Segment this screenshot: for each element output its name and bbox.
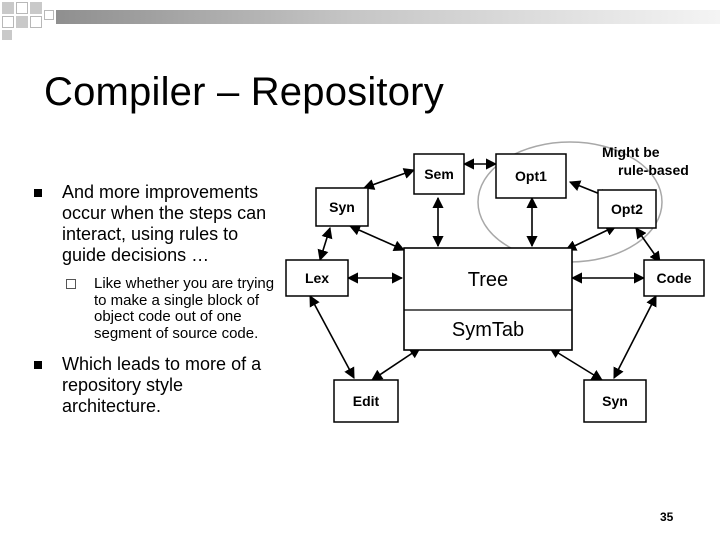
header-square — [2, 30, 12, 40]
bullet-list: And more improvements occur when the ste… — [34, 182, 284, 417]
hollow-square-bullet-icon — [66, 279, 76, 289]
node-edit: Edit — [333, 379, 399, 423]
header-decoration — [0, 0, 720, 40]
header-square — [30, 16, 42, 28]
bullet-text: And more improvements occur when the ste… — [62, 182, 267, 265]
node-syn-2: Syn — [583, 379, 647, 423]
tree-label: Tree — [468, 269, 508, 291]
annotation-line-2: rule-based — [618, 162, 689, 178]
header-square — [2, 2, 14, 14]
annotation-line-1: Might be — [602, 144, 660, 160]
arrow-code-syn2 — [613, 295, 657, 379]
square-bullet-icon — [34, 361, 42, 369]
header-square — [44, 10, 54, 20]
node-sem: Sem — [413, 153, 465, 195]
node-label: Edit — [353, 393, 380, 409]
arrow-sem-syn — [362, 168, 416, 190]
arrow-lex-edit — [309, 295, 355, 379]
header-square — [16, 16, 28, 28]
arrow-syn-lex — [317, 226, 333, 262]
connector-arrows — [309, 158, 661, 381]
page-number: 35 — [660, 510, 674, 524]
node-label: Lex — [305, 270, 329, 286]
header-square — [30, 2, 42, 14]
node-code: Code — [643, 259, 705, 297]
node-label: Opt2 — [611, 201, 643, 217]
node-label: Opt1 — [515, 168, 547, 184]
arrow-edit-symtab — [371, 347, 421, 381]
node-syn: Syn — [315, 187, 369, 227]
arrow-opt2-tree — [564, 225, 618, 251]
repository-block: Tree SymTab — [403, 247, 573, 351]
square-bullet-icon — [34, 189, 42, 197]
bullet-item: And more improvements occur when the ste… — [34, 182, 284, 266]
node-opt1: Opt1 — [495, 153, 567, 199]
slide-title: Compiler – Repository — [44, 70, 444, 114]
node-label: Syn — [329, 199, 355, 215]
header-square — [16, 2, 28, 14]
header-gradient-bar — [56, 10, 720, 24]
node-lex: Lex — [285, 259, 349, 297]
bullet-item: Which leads to more of a repository styl… — [34, 354, 284, 417]
sub-bullet-item: Like whether you are trying to make a si… — [62, 275, 284, 342]
node-label: Code — [657, 270, 692, 286]
arrow-syn2-symtab — [549, 347, 603, 381]
arrow-syn-tree — [348, 224, 406, 252]
node-opt2: Opt2 — [597, 189, 657, 229]
sub-bullet-text: Like whether you are trying to make a si… — [94, 275, 275, 342]
repository-diagram: Tree SymTab Sem Opt1 Syn Opt2 Lex Code E… — [285, 141, 705, 423]
node-label: Sem — [424, 166, 454, 182]
node-label: Syn — [602, 393, 628, 409]
bullet-text: Which leads to more of a repository styl… — [62, 354, 262, 416]
symtab-label: SymTab — [452, 319, 524, 341]
arrow-opt2-code — [635, 227, 661, 263]
header-square — [2, 16, 14, 28]
